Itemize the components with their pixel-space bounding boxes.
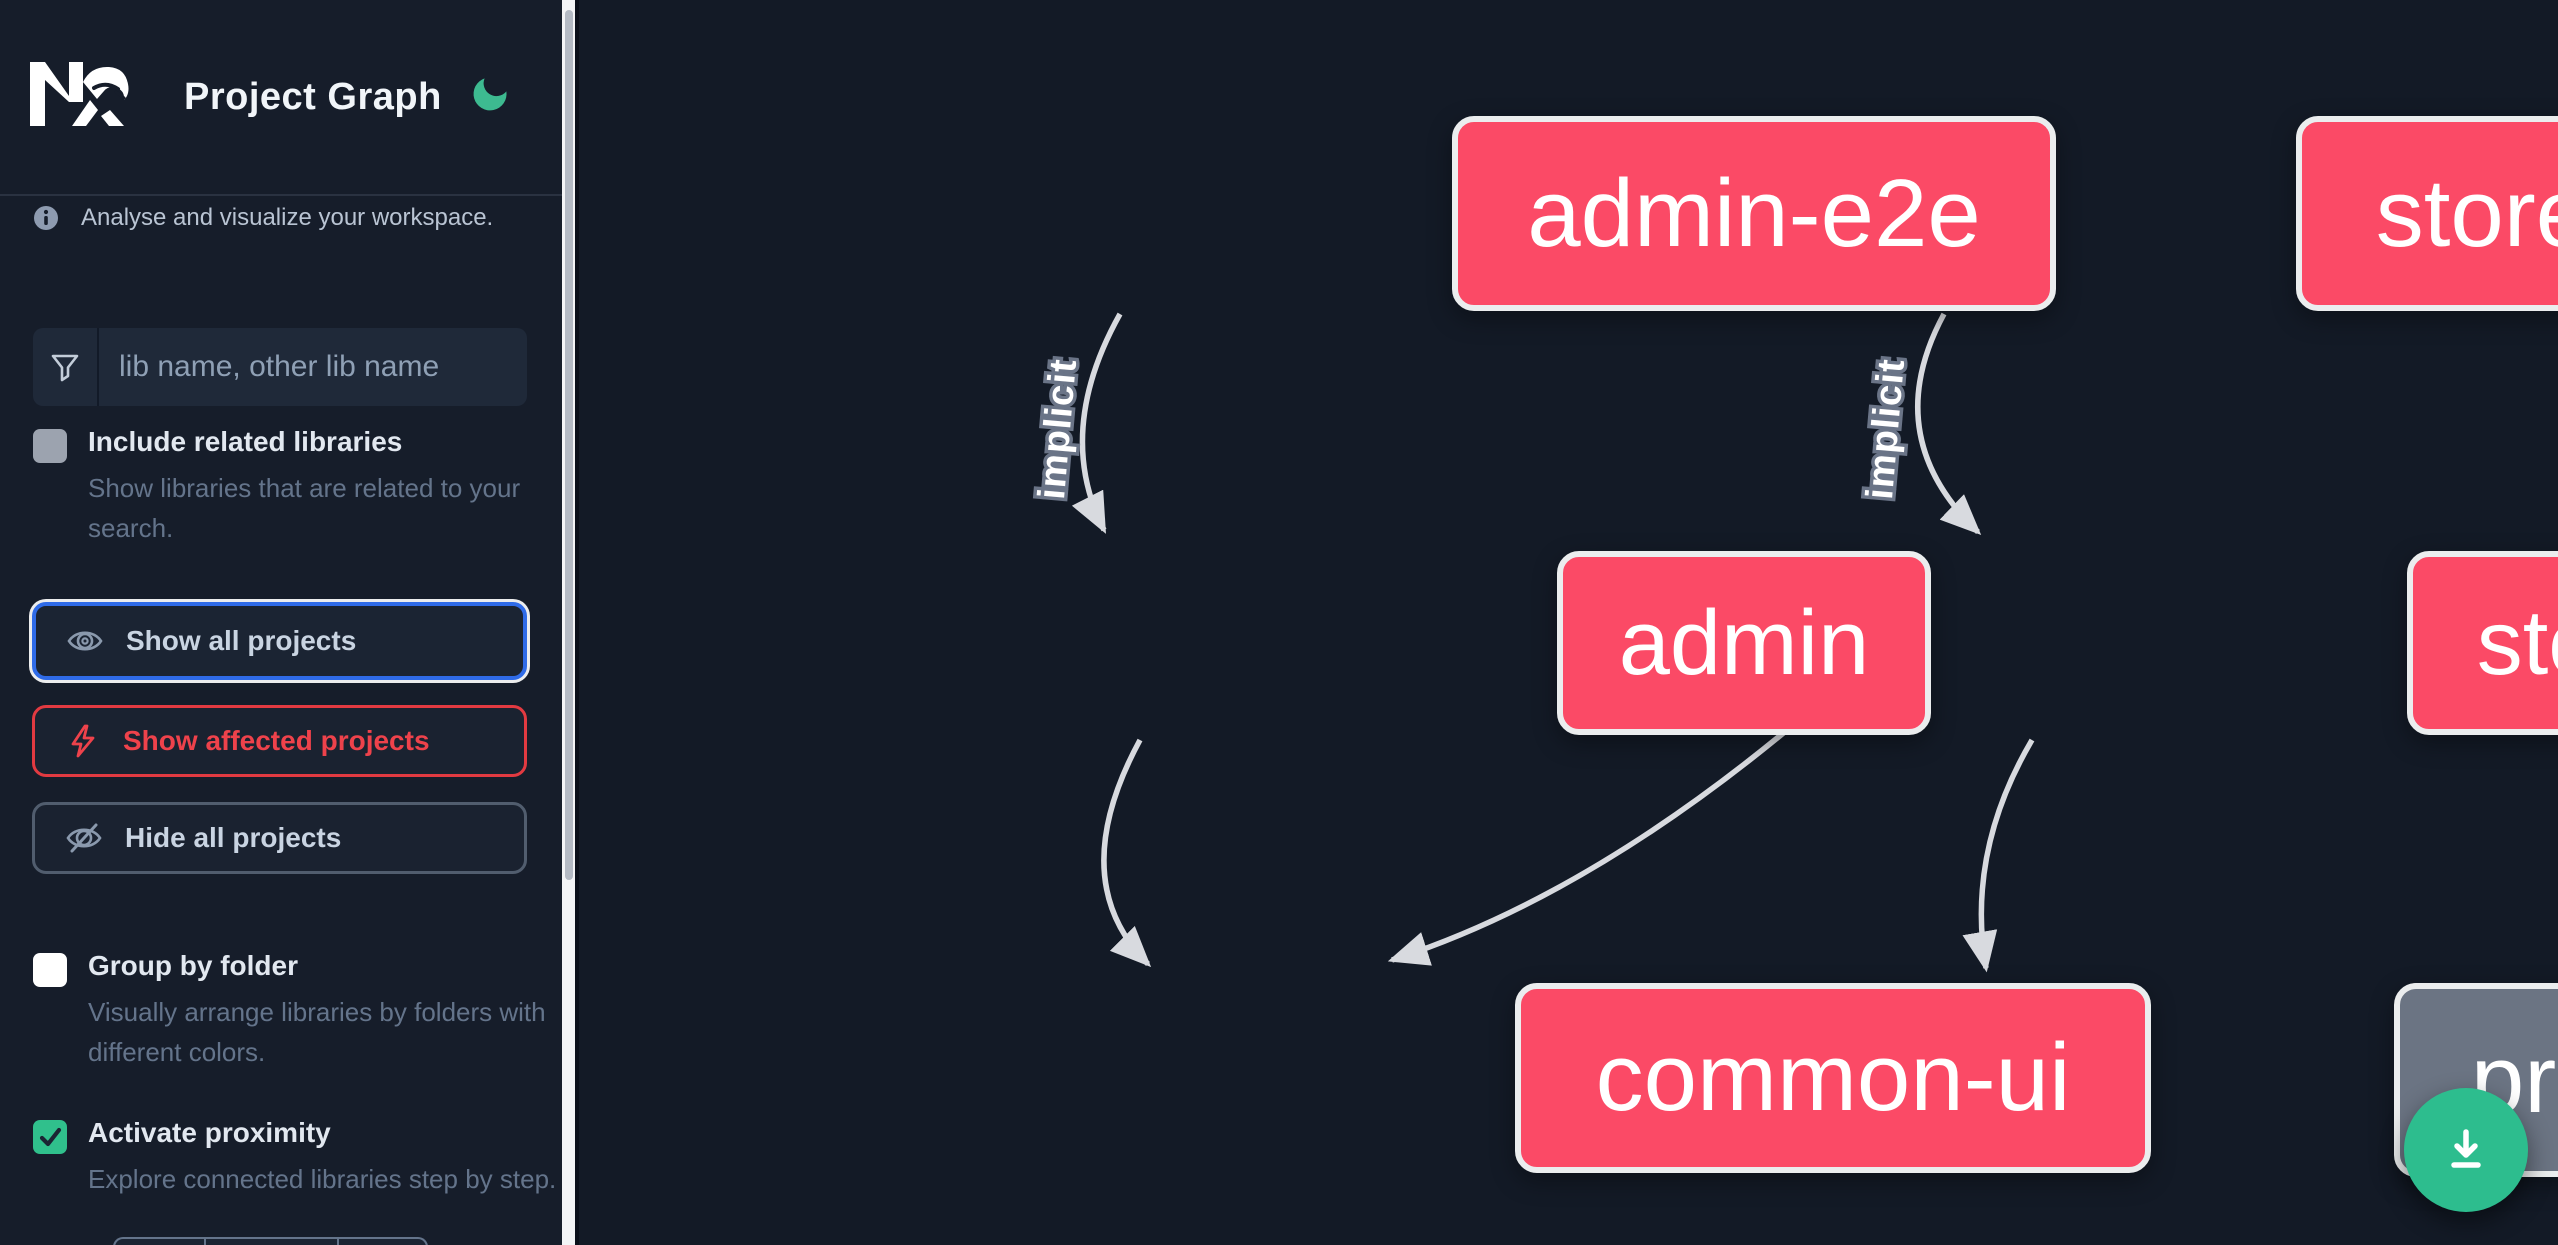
- filter-input[interactable]: [99, 328, 527, 406]
- group-by-folder-checkbox[interactable]: [33, 953, 67, 987]
- tagline-text: Analyse and visualize your workspace.: [81, 204, 494, 231]
- graph-canvas[interactable]: implicit implicit admin-e2e store-e2e ad…: [579, 0, 2558, 1245]
- checkbox-description: Explore connected libraries step by step…: [88, 1164, 557, 1194]
- edge-admin-e2e-admin: [1071, 312, 1123, 534]
- show-all-projects-button[interactable]: Show all projects: [32, 602, 527, 680]
- sidebar: Project Graph Analyse and visualize your…: [0, 0, 562, 1245]
- sidebar-scrollbar-track[interactable]: [562, 0, 575, 1245]
- edge-label-implicit: implicit: [1859, 357, 1913, 501]
- checkbox-label: Group by folder: [88, 950, 298, 981]
- stepper-value: [204, 1239, 337, 1245]
- sidebar-scrollbar-thumb[interactable]: [564, 10, 573, 880]
- checkbox-description: Visually arrange libraries by folders wi…: [88, 997, 546, 1067]
- filter-field: [33, 328, 527, 406]
- filter-icon-cell: [33, 328, 99, 406]
- node-label: admin: [1618, 591, 1870, 694]
- eye-off-icon: [66, 823, 102, 853]
- stepper-increment[interactable]: [337, 1239, 426, 1245]
- node-label: common-ui: [1595, 1024, 2071, 1131]
- graph-node-store[interactable]: store: [2407, 551, 2558, 735]
- sidebar-header: Project Graph: [0, 0, 562, 196]
- page-title: Project Graph: [184, 76, 442, 118]
- edge-store-products: [1962, 738, 2035, 973]
- checkbox-label: Include related libraries: [88, 426, 403, 457]
- button-label: Show all projects: [126, 625, 357, 656]
- include-related-checkbox[interactable]: [33, 429, 67, 463]
- node-label: store-e2e: [2375, 159, 2558, 267]
- workspace-tagline-row: Analyse and visualize your workspace.: [33, 204, 493, 232]
- funnel-icon: [51, 354, 79, 382]
- bolt-icon: [71, 724, 95, 758]
- edge-admin-common-ui: [1101, 738, 1152, 968]
- proximity-stepper[interactable]: [113, 1237, 428, 1245]
- download-icon: [2451, 1129, 2481, 1168]
- graph-node-admin[interactable]: admin: [1557, 551, 1931, 735]
- node-label: store: [2476, 591, 2558, 694]
- node-label: admin-e2e: [1527, 159, 1981, 267]
- edge-label-implicit: implicit: [1031, 357, 1085, 501]
- moon-icon: [473, 78, 507, 111]
- show-affected-projects-button[interactable]: Show affected projects: [32, 705, 527, 777]
- stepper-decrement[interactable]: [115, 1239, 204, 1245]
- button-label: Hide all projects: [125, 822, 342, 853]
- graph-node-store-e2e[interactable]: store-e2e: [2296, 116, 2558, 311]
- theme-toggle-button[interactable]: [468, 72, 512, 116]
- activate-proximity-checkbox[interactable]: [33, 1120, 67, 1154]
- checkbox-description: Show libraries that are related to your …: [88, 473, 521, 543]
- download-graph-button[interactable]: [2404, 1088, 2528, 1212]
- nx-logo-icon: [30, 62, 129, 126]
- info-icon: [34, 206, 58, 230]
- checkmark-icon: [39, 1127, 62, 1147]
- graph-node-common-ui[interactable]: common-ui: [1515, 983, 2151, 1173]
- hide-all-projects-button[interactable]: Hide all projects: [32, 802, 527, 874]
- edge-store-e2e-store: [1915, 312, 1982, 536]
- graph-node-admin-e2e[interactable]: admin-e2e: [1452, 116, 2056, 311]
- checkbox-label: Activate proximity: [88, 1117, 331, 1148]
- eye-icon: [67, 631, 103, 651]
- sidebar-canvas-divider: [575, 0, 579, 1245]
- button-label: Show affected projects: [123, 725, 430, 756]
